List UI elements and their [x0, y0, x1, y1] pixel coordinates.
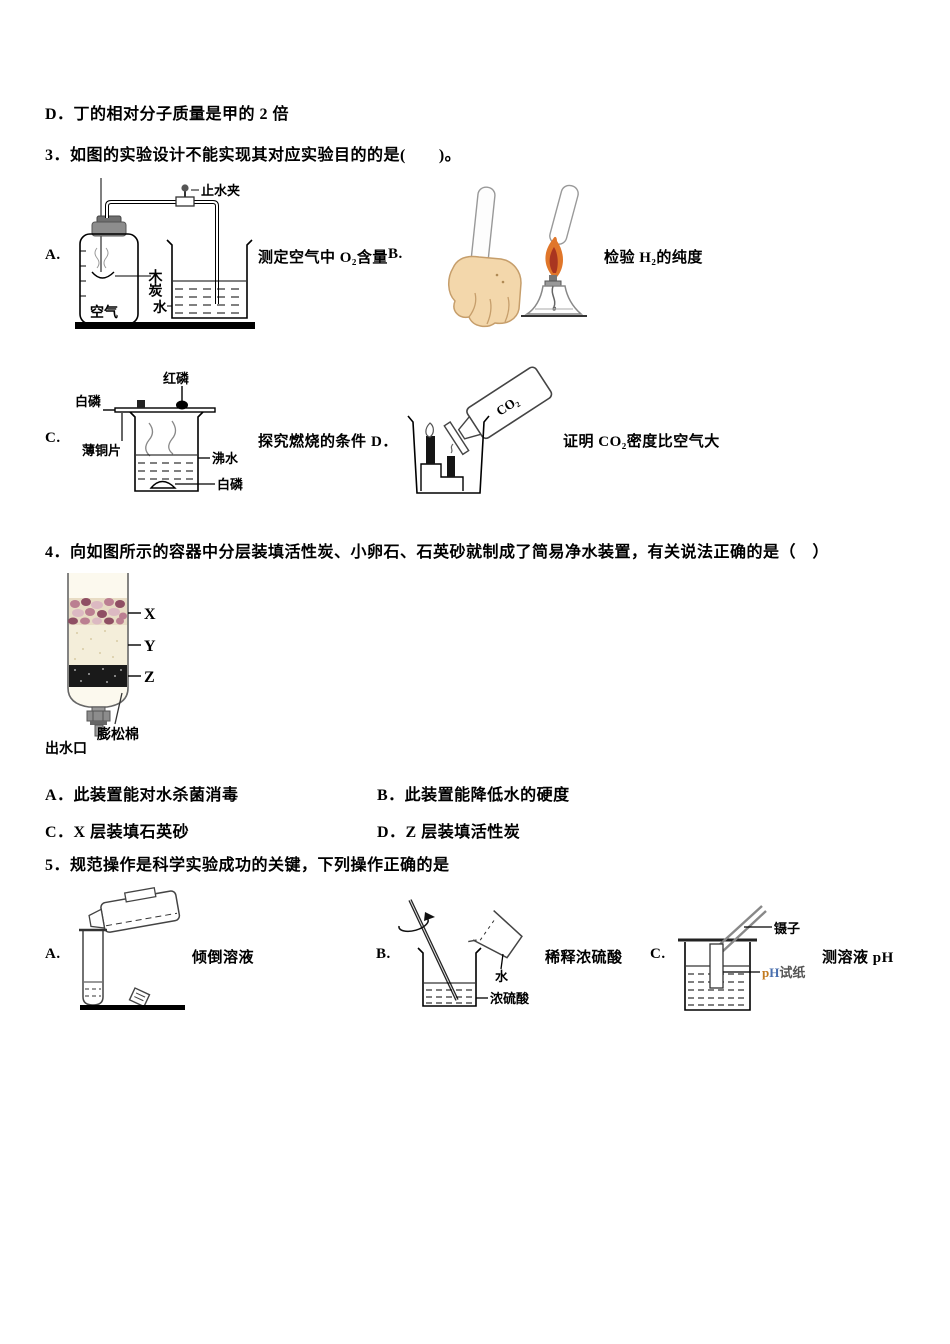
cotton-leader [114, 692, 123, 725]
q3-label-a: A. [45, 247, 61, 263]
water-beaker [468, 909, 523, 959]
water-leader [500, 953, 504, 970]
q5-label-c: C. [650, 946, 666, 962]
q4-filter-column-diagram: X Y Z 膨松棉 出水口 [45, 573, 156, 757]
reagent-bottle [88, 887, 181, 933]
gas-bottle [79, 178, 139, 325]
q3-caption-a: 测定空气中 O₂含量 [258, 250, 388, 266]
q3-diagram-a-oxygen-apparatus: 空气 止水夹 木炭 水 [75, 178, 255, 329]
q3-stem: 3．如图的实验设计不能实现其对应实验目的的是( )。 [45, 147, 462, 164]
ph-paper-label: pH试纸 [762, 965, 805, 980]
q4-stem: 4．向如图所示的容器中分层装填活性炭、小卵石、石英砂就制成了简易净水装置，有关说… [45, 544, 830, 561]
clamp-label: 止水夹 [201, 183, 240, 198]
copper-sheet [114, 400, 216, 413]
charcoal-label: 木炭 [147, 268, 164, 298]
layer-x-label: X [144, 606, 156, 623]
white-phosphorus-mound [149, 480, 177, 489]
test-tube [79, 928, 107, 1006]
bench [75, 322, 255, 329]
tweezers [715, 905, 767, 953]
glass-lid [443, 421, 470, 456]
hand [448, 255, 522, 328]
acid-beaker [417, 947, 482, 1007]
layer-ticks [128, 612, 141, 677]
tweezers-label: 镊子 [773, 921, 800, 936]
ph-letter-h: H [769, 965, 779, 980]
co2-bottle: CO₂ [443, 366, 553, 456]
outlet-label: 出水口 [45, 740, 87, 757]
q3-caption-c: 探究燃烧的条件 [258, 434, 367, 450]
q3-diagram-c-combustion: 红磷 白磷 薄铜片 沸水 白磷 [75, 371, 244, 492]
red-phosphorus-label: 红磷 [163, 371, 190, 386]
layer-x-pebbles [68, 598, 127, 625]
cotton-label: 膨松棉 [97, 726, 139, 743]
candle-flame [425, 422, 434, 438]
boiling-water-label: 沸水 [212, 451, 239, 466]
q3-label-d: D． [371, 434, 398, 450]
q5-diagram-a-pouring [79, 887, 185, 1010]
q3-diagram-b-h2-purity [448, 184, 587, 328]
q5-label-b: B. [376, 946, 391, 962]
white-phosphorus-top-label: 白磷 [75, 394, 102, 409]
acid-label: 浓硫酸 [490, 991, 530, 1006]
q5-caption-c: 测溶液 pH [822, 950, 894, 966]
outlet-nozzle [86, 706, 111, 737]
alcohol-lamp [521, 236, 587, 317]
ph-paper-strip [709, 943, 724, 989]
q4-option-d: D．Z 层装填活性炭 [377, 824, 521, 841]
q3-caption-d: 证明 CO₂密度比空气大 [563, 434, 720, 450]
layer-y-label: Y [144, 638, 156, 655]
layer-y-sand [69, 625, 127, 665]
beaker [166, 239, 253, 319]
beaker [129, 411, 204, 492]
stirring-rod [398, 899, 459, 1001]
q4-option-c: C．X 层装填石英砂 [45, 824, 190, 841]
copper-sheet-label: 薄铜片 [82, 443, 121, 458]
q5-caption-b: 稀释浓硫酸 [545, 950, 623, 966]
q3-label-c: C. [45, 430, 61, 446]
q4-option-a: A．此装置能对水杀菌消毒 [45, 787, 239, 804]
ph-letter-p: p [762, 965, 769, 980]
q5-stem: 5．规范操作是科学实验成功的关键，下列操作正确的是 [45, 857, 450, 874]
q3-diagram-d-co2-pour: CO₂ [407, 366, 553, 494]
layer-z-label: Z [144, 669, 155, 686]
bench [80, 1005, 185, 1010]
beaker-with-candles [407, 415, 490, 494]
water-label: 水 [153, 299, 168, 316]
smoke-wisp [450, 443, 454, 454]
pinch-clamp [175, 184, 199, 207]
q5-label-a: A. [45, 946, 61, 962]
water-label: 水 [495, 969, 509, 984]
q5-caption-a: 倾倒溶液 [192, 950, 255, 966]
q5-diagram-c-ph-test: 镊子 pH试纸 [678, 905, 805, 1011]
layer-z-charcoal [69, 665, 127, 687]
ph-word-paper: 试纸 [779, 965, 805, 980]
short-candle [447, 456, 455, 477]
white-phosphorus-bottom-label: 白磷 [217, 477, 244, 492]
q3-caption-b: 检验 H₂的纯度 [604, 250, 703, 266]
q2-option-d: D．丁的相对分子质量是甲的 2 倍 [45, 106, 290, 123]
label-leaders [115, 275, 172, 307]
q4-option-b: B．此装置能降低水的硬度 [377, 787, 570, 804]
q3-label-b: B. [388, 246, 403, 262]
tall-candle [426, 436, 435, 464]
connecting-tube [105, 200, 219, 304]
inverted-test-tube [549, 184, 579, 245]
flame-inner [549, 247, 558, 273]
air-label: 空气 [90, 304, 118, 321]
stopper-on-bench [128, 987, 151, 1008]
q5-diagram-b-dilution: 水 浓硫酸 [398, 899, 530, 1007]
